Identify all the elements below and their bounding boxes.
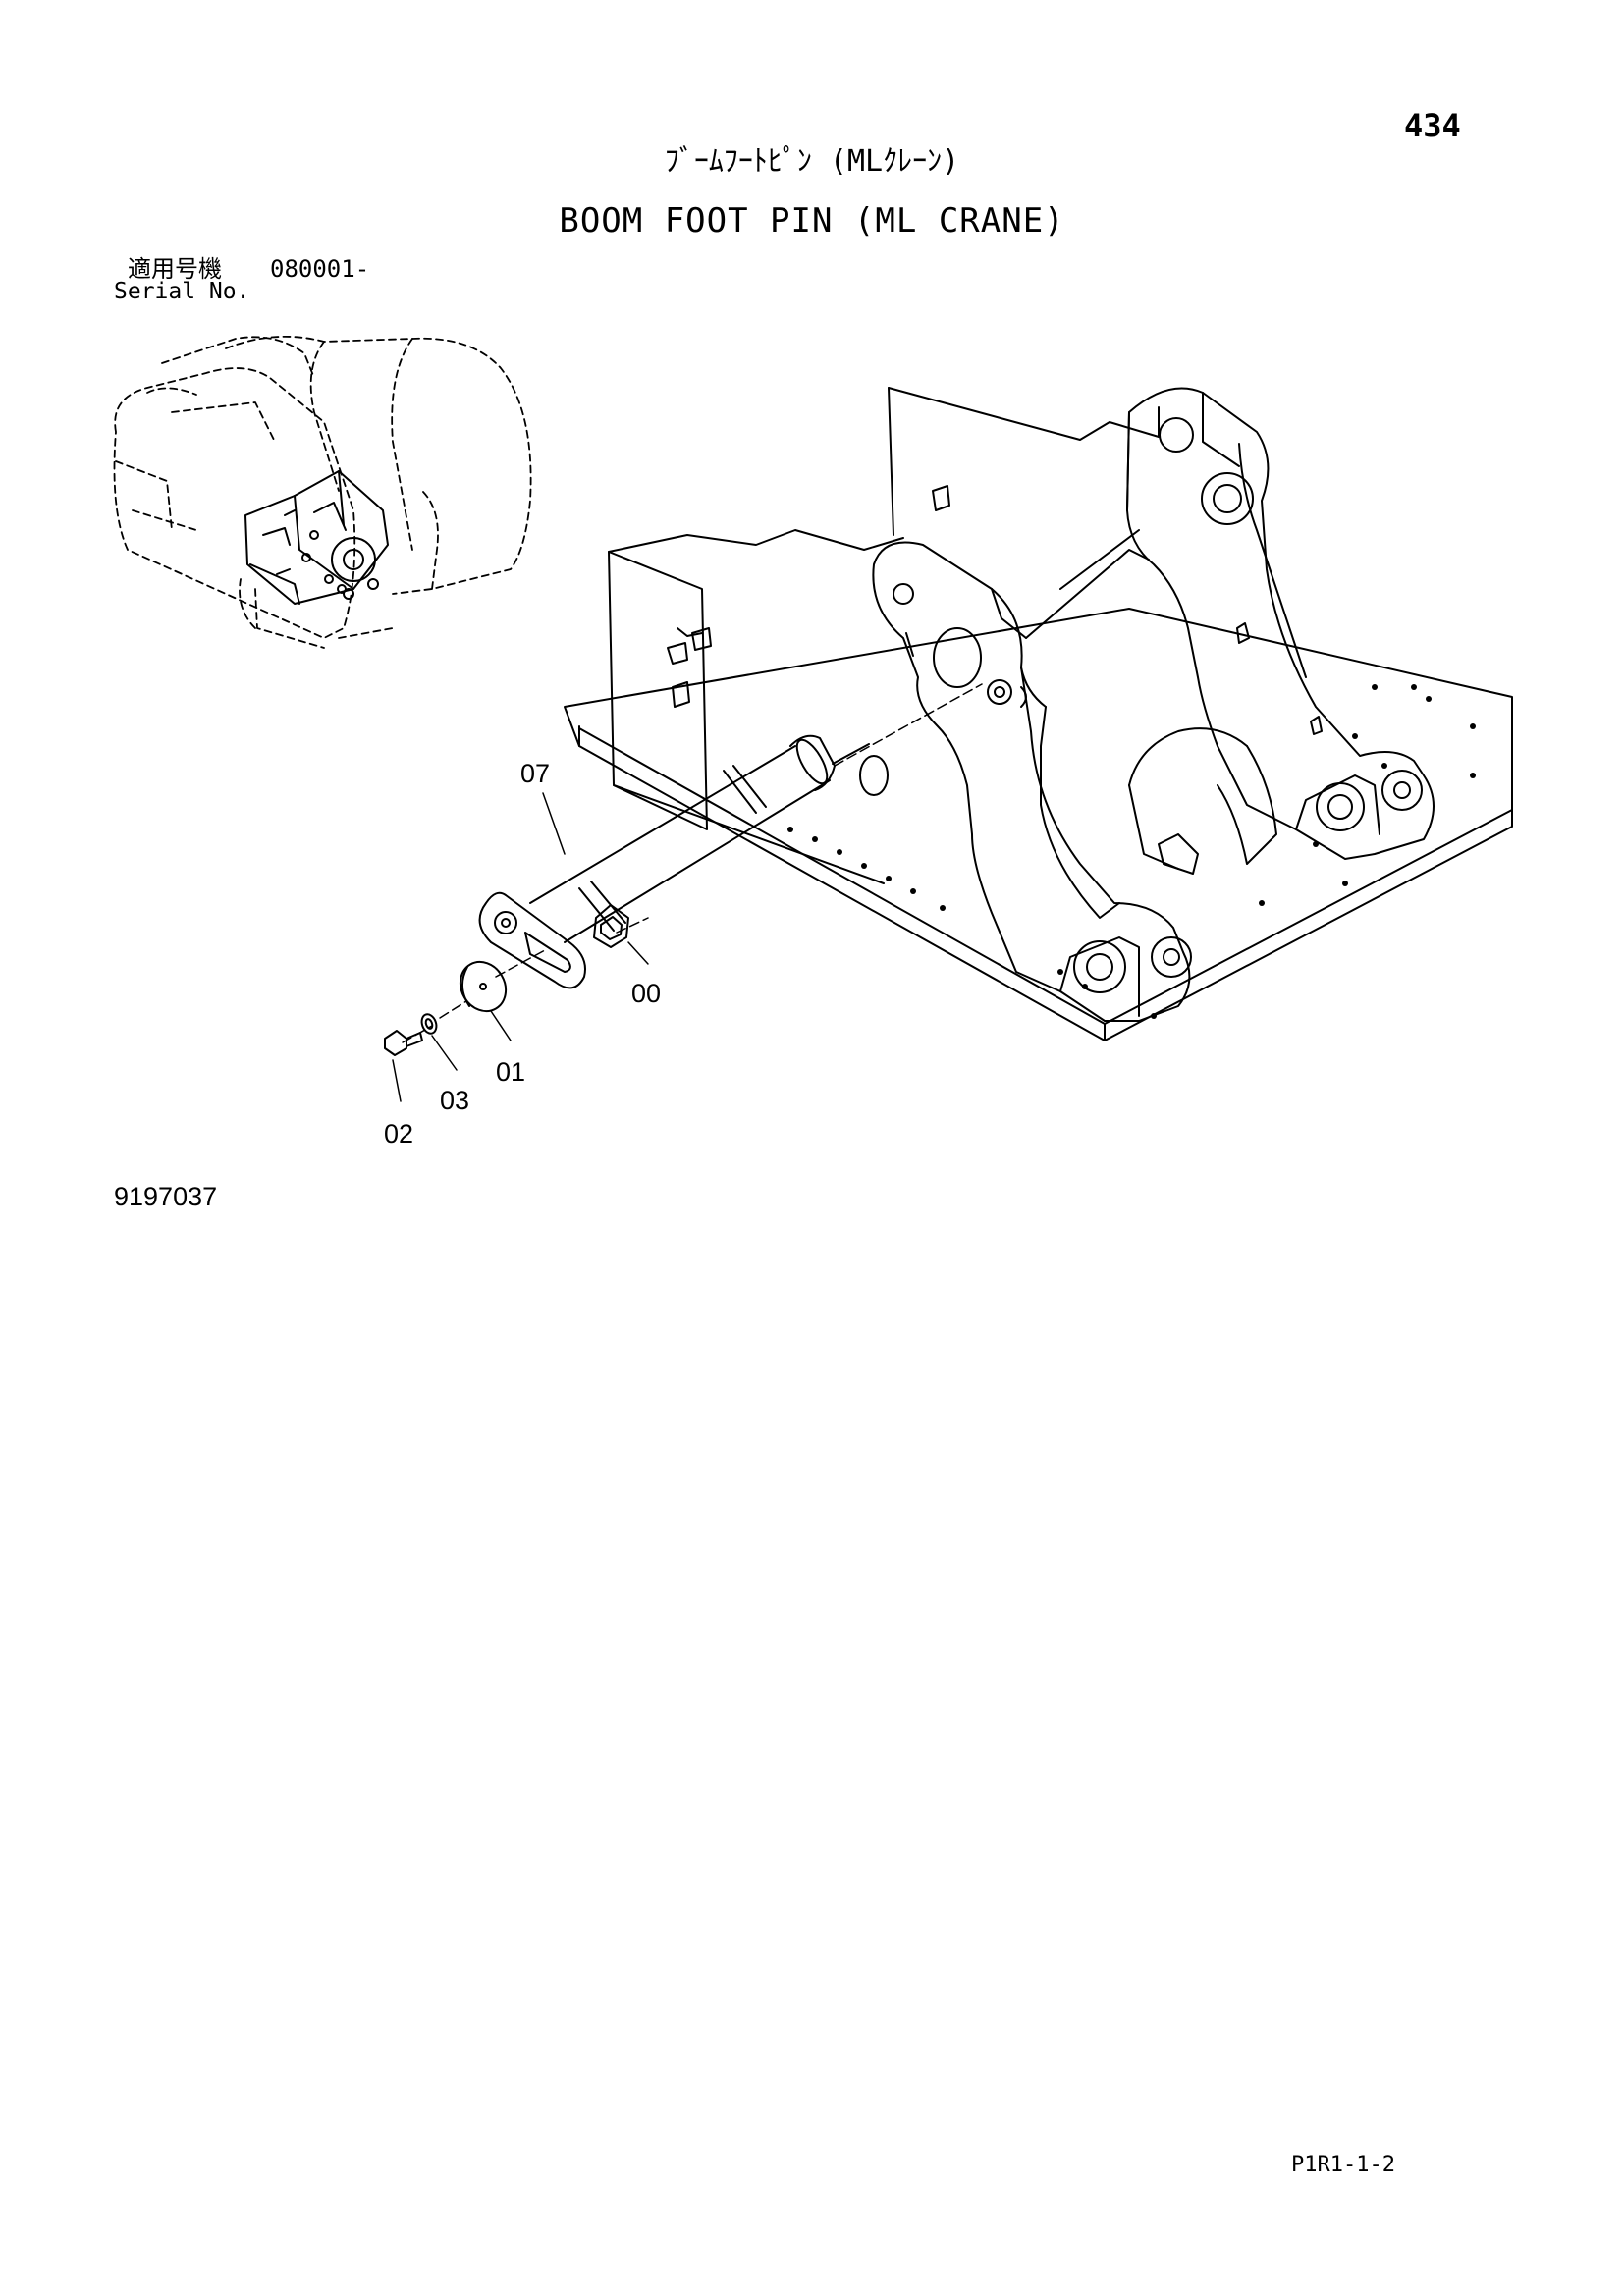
serial-number-value: 080001- <box>270 255 370 283</box>
left-side-plate <box>608 529 904 884</box>
callout-07: 07 <box>520 759 550 788</box>
callout-02: 02 <box>384 1119 413 1148</box>
cross-member <box>1025 529 1277 870</box>
part-03-spring-washer <box>420 1013 438 1035</box>
page-title: BOOM FOOT PIN (ML CRANE) <box>559 201 1065 240</box>
part-02-bolt <box>384 1030 423 1056</box>
boom-foot-pin <box>529 734 870 943</box>
part-01-washer <box>459 960 508 1013</box>
rear-side-plate <box>888 387 1160 536</box>
right-bracket <box>1126 387 1435 860</box>
base-frame <box>564 608 1513 1041</box>
callout-03: 03 <box>440 1086 469 1115</box>
serial-label-japanese: 適用号機 <box>128 255 222 283</box>
serial-label: Serial No. <box>114 279 250 304</box>
machine-overview-inset <box>113 336 532 649</box>
callout-00: 00 <box>631 979 661 1008</box>
sheet-reference: P1R1-1-2 <box>1291 2153 1395 2177</box>
page-number: 434 <box>1404 107 1461 144</box>
callout-01: 01 <box>496 1057 525 1087</box>
left-bracket <box>859 541 1199 1022</box>
assembly-centerlines <box>402 683 983 1043</box>
page-title-japanese: ﾌﾞｰﾑﾌｰﾄﾋﾟﾝ (MLｸﾚｰﾝ) <box>664 144 960 179</box>
drawing-number: 9197037 <box>114 1182 218 1211</box>
leader-lines <box>392 792 649 1102</box>
retainer-plate <box>478 891 586 989</box>
part-00-nut <box>593 904 629 948</box>
